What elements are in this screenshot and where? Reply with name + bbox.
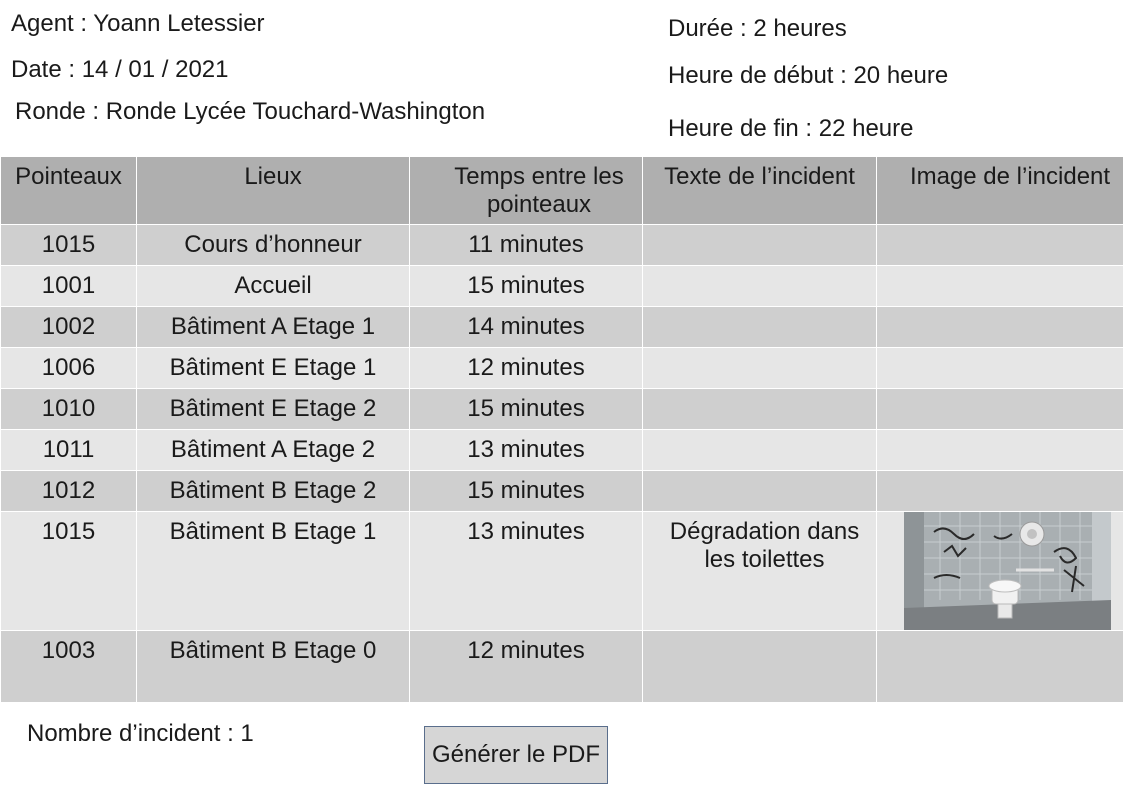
table-row: 1012 Bâtiment B Etage 2 15 minutes [0, 470, 1123, 512]
cell-texte-incident [642, 630, 877, 703]
cell-lieu: Bâtiment B Etage 2 [136, 470, 410, 512]
table-header-row: Pointeaux Lieux Temps entre les pointeau… [0, 156, 1123, 225]
incident-count: Nombre d’incident : 1 [27, 720, 254, 747]
cell-texte-incident [642, 429, 877, 471]
cell-temps: 12 minutes [409, 347, 643, 389]
cell-texte-incident [642, 347, 877, 389]
ronde-info: Ronde : Ronde Lycée Touchard-Washington [15, 98, 486, 125]
column-header-image-incident: Image de l’incident [876, 156, 1123, 225]
column-header-temps: Temps entre les pointeaux [409, 156, 643, 225]
cell-temps: 15 minutes [409, 470, 643, 512]
cell-image-incident [876, 470, 1123, 512]
agent-info: Agent : Yoann Letessier [11, 10, 265, 37]
table-row: 1006 Bâtiment E Etage 1 12 minutes [0, 347, 1123, 389]
cell-temps: 12 minutes [409, 630, 643, 703]
table-row: 1002 Bâtiment A Etage 1 14 minutes [0, 306, 1123, 348]
cell-image-incident [876, 630, 1123, 703]
column-header-texte-incident: Texte de l’incident [642, 156, 877, 225]
cell-image-incident [876, 429, 1123, 471]
cell-pointeau: 1002 [0, 306, 137, 348]
cell-texte-incident [642, 306, 877, 348]
cell-lieu: Bâtiment B Etage 0 [136, 630, 410, 703]
table-row: 1003 Bâtiment B Etage 0 12 minutes [0, 630, 1123, 703]
cell-texte-incident [642, 265, 877, 307]
cell-lieu: Bâtiment B Etage 1 [136, 511, 410, 631]
cell-pointeau: 1010 [0, 388, 137, 430]
cell-temps: 11 minutes [409, 224, 643, 266]
cell-image-incident [876, 265, 1123, 307]
cell-lieu: Bâtiment E Etage 2 [136, 388, 410, 430]
incident-photo [904, 512, 1111, 630]
cell-temps: 13 minutes [409, 511, 643, 631]
cell-lieu: Accueil [136, 265, 410, 307]
cell-image-incident [876, 347, 1123, 389]
cell-lieu: Cours d’honneur [136, 224, 410, 266]
cell-pointeau: 1015 [0, 511, 137, 631]
cell-pointeau: 1012 [0, 470, 137, 512]
duree-info: Durée : 2 heures [668, 15, 847, 42]
cell-temps: 14 minutes [409, 306, 643, 348]
table-row: 1015 Bâtiment B Etage 1 13 minutes Dégra… [0, 511, 1123, 631]
cell-pointeau: 1001 [0, 265, 137, 307]
column-header-lieux: Lieux [136, 156, 410, 225]
cell-pointeau: 1003 [0, 630, 137, 703]
cell-pointeau: 1006 [0, 347, 137, 389]
cell-temps: 15 minutes [409, 388, 643, 430]
date-info: Date : 14 / 01 / 2021 [11, 56, 229, 83]
table-row: 1015 Cours d’honneur 11 minutes [0, 224, 1123, 266]
cell-pointeau: 1015 [0, 224, 137, 266]
cell-image-incident [876, 388, 1123, 430]
start-time-info: Heure de début : 20 heure [668, 62, 949, 89]
end-time-info: Heure de fin : 22 heure [668, 115, 914, 142]
cell-lieu: Bâtiment A Etage 1 [136, 306, 410, 348]
cell-pointeau: 1011 [0, 429, 137, 471]
cell-texte-incident: Dégradation dans les toilettes [642, 511, 877, 631]
cell-texte-incident [642, 224, 877, 266]
cell-image-incident [876, 224, 1123, 266]
column-header-pointeaux: Pointeaux [0, 156, 137, 225]
table-row: 1011 Bâtiment A Etage 2 13 minutes [0, 429, 1123, 471]
cell-texte-incident [642, 388, 877, 430]
cell-temps: 15 minutes [409, 265, 643, 307]
cell-lieu: Bâtiment E Etage 1 [136, 347, 410, 389]
cell-temps: 13 minutes [409, 429, 643, 471]
rounds-table: Pointeaux Lieux Temps entre les pointeau… [0, 156, 1123, 703]
generate-pdf-button[interactable]: Générer le PDF [424, 726, 608, 784]
table-row: 1001 Accueil 15 minutes [0, 265, 1123, 307]
cell-texte-incident [642, 470, 877, 512]
cell-lieu: Bâtiment A Etage 2 [136, 429, 410, 471]
cell-image-incident [876, 306, 1123, 348]
cell-image-incident [876, 511, 1123, 631]
table-row: 1010 Bâtiment E Etage 2 15 minutes [0, 388, 1123, 430]
